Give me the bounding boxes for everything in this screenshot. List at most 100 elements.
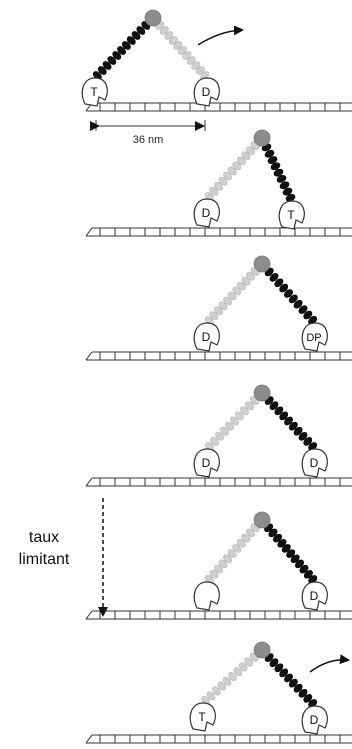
motor-head-outline	[278, 200, 305, 230]
motor-head-d: D	[301, 581, 328, 611]
lever-segment	[279, 411, 289, 421]
motor-head-outline	[301, 581, 328, 611]
lever-segment	[236, 156, 246, 166]
motor-head-outline	[193, 581, 220, 611]
filament-end	[85, 610, 93, 620]
lever-segment	[238, 662, 248, 672]
lever-segment	[227, 166, 237, 176]
motor-head-outline	[193, 77, 220, 107]
motor-head-outline	[193, 322, 220, 352]
lever-segment	[273, 168, 284, 177]
lever-segment	[269, 658, 279, 668]
lever-segment	[227, 549, 237, 558]
lever-segment	[293, 426, 303, 436]
lever-segment	[270, 162, 281, 171]
lever-segment	[230, 416, 239, 426]
lever-segment	[277, 539, 287, 548]
lever-segment	[235, 411, 244, 421]
gray-lever-arm	[204, 518, 265, 584]
lever-segment	[303, 694, 313, 703]
lever-segment	[102, 61, 112, 70]
lever-segment	[225, 421, 234, 431]
lever-segment	[294, 559, 305, 569]
lever-segment	[177, 46, 187, 55]
lever-segment	[112, 51, 122, 60]
nucleotide-label: D	[310, 589, 319, 603]
actin-filament	[85, 351, 352, 361]
lever-segment	[282, 187, 293, 196]
motor-head-outline	[193, 448, 220, 478]
lever-segment	[264, 149, 275, 158]
gray-lever-arm	[201, 647, 264, 706]
actin-filament	[85, 477, 352, 487]
lever-segment	[223, 296, 233, 306]
lever-segment	[290, 554, 300, 564]
lever-segment	[191, 61, 201, 70]
lever-segment	[131, 31, 141, 40]
lever-segment	[121, 41, 131, 50]
nucleotide-label: T	[287, 208, 295, 222]
scale-bar	[90, 120, 206, 131]
actin-filament	[85, 227, 352, 237]
filament-end	[85, 351, 93, 361]
lever-segment	[218, 176, 228, 186]
motor-head-outline	[301, 705, 328, 735]
lever-segment	[288, 678, 298, 688]
motor-head-d: D	[193, 322, 220, 352]
lever-segment	[233, 667, 243, 677]
lever-segment	[223, 171, 233, 181]
lever-segment	[218, 559, 228, 569]
lever-segment	[274, 278, 284, 288]
lever-segment	[246, 528, 255, 538]
lever-segment	[269, 273, 279, 282]
motor-head-outline	[189, 702, 216, 732]
lever-segment	[223, 554, 233, 564]
lever-segment	[186, 56, 196, 65]
lever-segment	[136, 26, 146, 35]
lever-segment	[97, 66, 107, 75]
motor-head-d: D	[193, 198, 220, 228]
rate-label-line2: limitant	[18, 551, 70, 568]
lever-segment	[241, 533, 251, 543]
lever-segment	[206, 691, 216, 701]
lever-segment	[126, 36, 136, 45]
lever-segment	[182, 51, 192, 60]
lever-segment	[209, 187, 219, 196]
lever-segment	[209, 311, 219, 320]
lever-segment	[303, 310, 313, 320]
lever-segment	[268, 528, 278, 538]
lever-segment	[228, 672, 237, 681]
lever-segment	[269, 401, 279, 411]
lever-segment	[298, 688, 308, 698]
lever-segment	[303, 437, 313, 446]
lever-segment	[272, 533, 283, 543]
filament-end	[85, 477, 93, 487]
lever-segment	[232, 286, 242, 296]
scale-bar-label: 36 nm	[132, 134, 164, 146]
lever-segment	[232, 161, 242, 171]
lever-segment	[164, 31, 174, 40]
lever-segment	[117, 46, 127, 55]
motor-head-outline	[193, 198, 220, 228]
lever-segment	[286, 549, 296, 558]
lever-segment	[240, 406, 249, 416]
nucleotide-label: D	[310, 713, 319, 727]
lever-segment	[222, 676, 232, 686]
lever-segment	[279, 283, 289, 293]
nucleotide-label: D	[310, 456, 319, 470]
actin-filament	[85, 610, 352, 620]
lever-segment	[303, 570, 313, 579]
black-lever-arm	[259, 518, 318, 584]
motor-head-outline	[301, 448, 328, 478]
lever-segment	[195, 66, 205, 75]
lever-segment	[241, 151, 251, 161]
lever-segment	[298, 305, 308, 314]
lever-segment	[217, 681, 227, 691]
lever-segment	[241, 276, 251, 286]
actin-filament	[85, 102, 352, 112]
lever-segment	[212, 686, 221, 696]
